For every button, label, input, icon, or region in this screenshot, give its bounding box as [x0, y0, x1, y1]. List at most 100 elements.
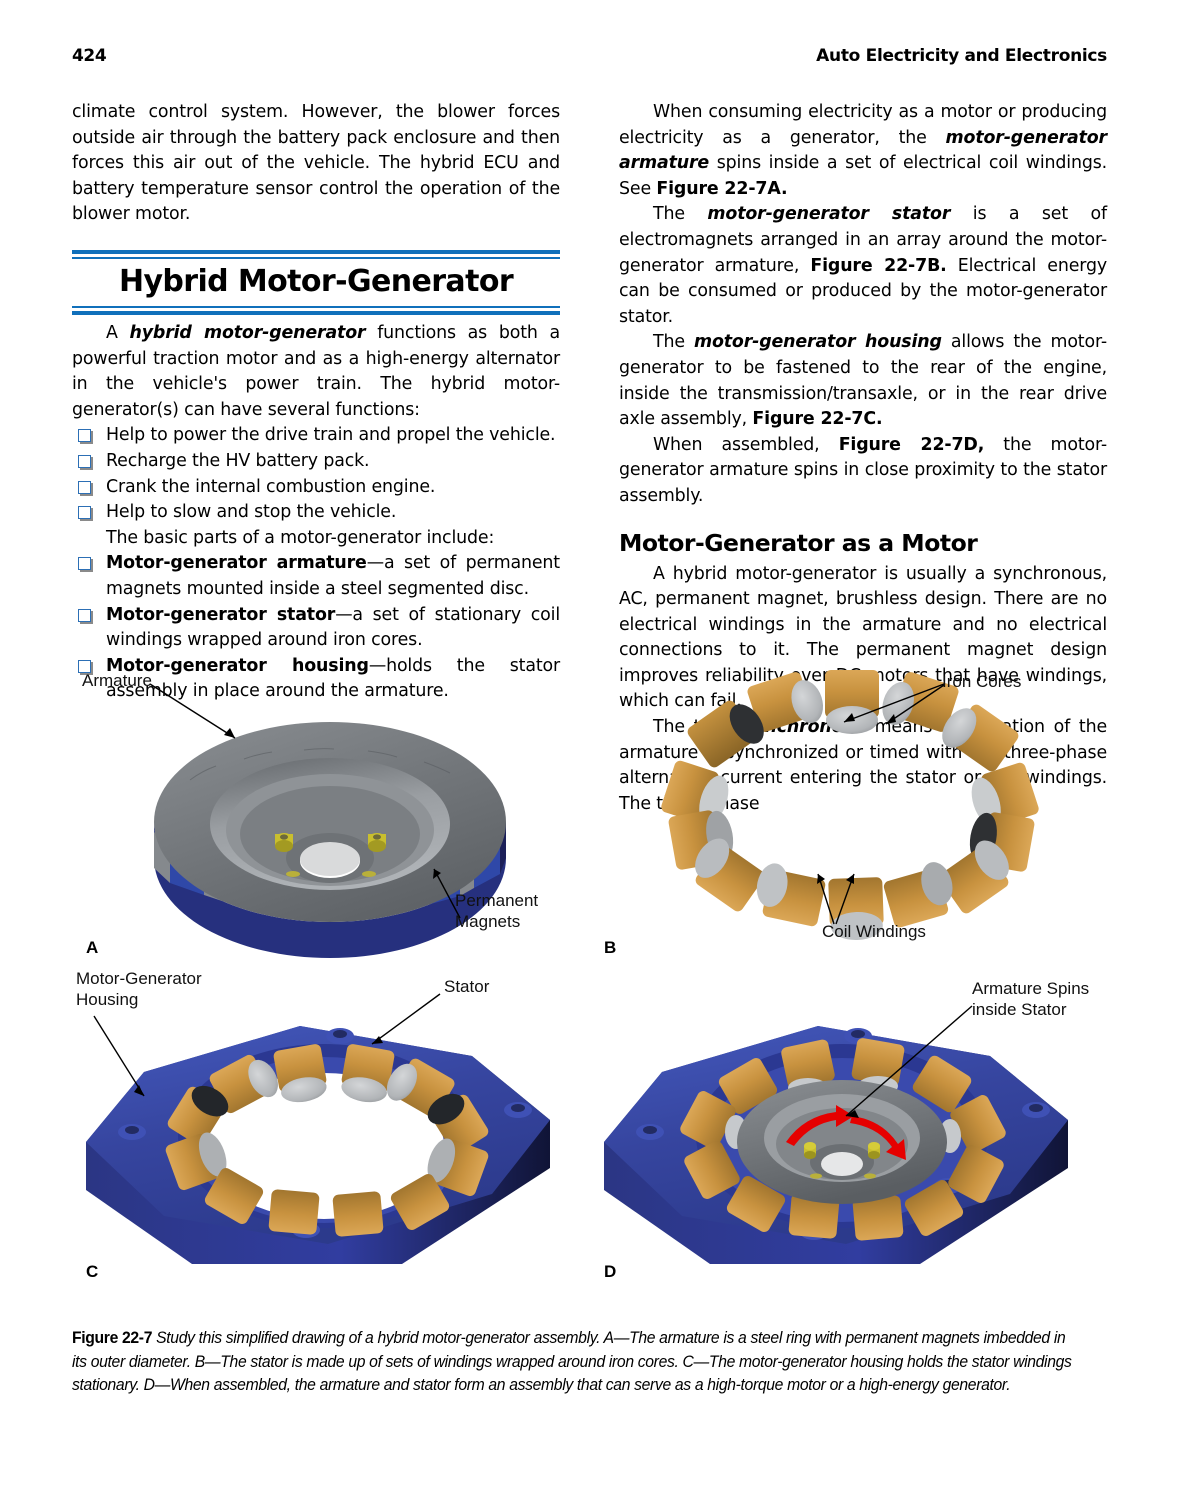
function-bullet-list: Help to power the drive train and propel…: [72, 423, 560, 705]
figure-caption-text: Study this simplified drawing of a hybri…: [72, 1329, 1072, 1394]
continued-paragraph: climate control system. However, the blo…: [72, 102, 560, 225]
paragraph-armature: When consuming electricity as a motor or…: [619, 100, 1107, 202]
paragraph-synchronous-design: A hybrid motor-generator is usually a sy…: [619, 563, 1107, 712]
page-number: 424: [72, 46, 107, 66]
term-hybrid-motor-generator: hybrid motor-generator: [129, 322, 366, 343]
intro-paragraph: A hybrid motor-generator functions as bo…: [72, 321, 560, 423]
part-definition: —a set of permanent magnets mounted insi…: [106, 553, 560, 599]
list-item: Help to power the drive train and propel…: [72, 423, 560, 449]
callout-armature-spins: Armature Spins inside Stator: [972, 979, 1090, 1019]
heading-rule-bottom: [72, 305, 560, 315]
stator-coils-assembled: [680, 1038, 1006, 1241]
figure-panel-c-housing: Motor-Generator Housing Stator: [72, 964, 589, 1294]
panel-letter-b: B: [604, 938, 617, 957]
part-term: Motor-generator armature: [106, 553, 367, 574]
paragraph-stator: The motor-generator stator is a set of e…: [619, 202, 1107, 330]
bolt-hole: [636, 1124, 664, 1140]
list-item: Motor-generator housing—holds the stator…: [72, 654, 560, 705]
checkbox-bullet-icon: [78, 557, 91, 571]
armature-disc-illustration: [149, 683, 506, 958]
section-heading-block: Hybrid Motor-Generator: [72, 249, 560, 315]
para2-a: The: [653, 204, 708, 225]
para1-a: When consuming electricity as a motor or…: [619, 102, 1107, 148]
figure-caption: Figure 22-7 Study this simplified drawin…: [72, 1327, 1074, 1398]
parts-lead-in-label: The basic parts of a motor-generator inc…: [106, 527, 495, 548]
para3-a: The: [653, 332, 694, 353]
leader-line-armature-spins: [845, 1005, 973, 1118]
list-item: Recharge the HV battery pack.: [72, 449, 560, 475]
parts-lead-in: The basic parts of a motor-generator inc…: [72, 526, 560, 552]
panel-letter-c: C: [86, 1262, 99, 1281]
para4-a: When assembled,: [653, 434, 839, 455]
housing-stator-illustration: [86, 993, 550, 1264]
para2-c: Electrical energy can be consumed or pro…: [619, 255, 1108, 327]
callout-stator: Stator: [444, 977, 490, 996]
rotation-arrow-icon: [786, 1105, 906, 1160]
list-item: Motor-generator stator—a set of stationa…: [72, 603, 560, 654]
bolt-hole: [1022, 1102, 1050, 1118]
paragraph-housing: The motor-generator housing allows the m…: [619, 330, 1107, 432]
list-item-label: Recharge the HV battery pack.: [106, 450, 370, 471]
stator-coils-in-housing: [165, 1044, 489, 1237]
leader-line-housing: [93, 1015, 145, 1097]
list-item-label: Help to slow and stop the vehicle.: [106, 502, 397, 523]
checkbox-bullet-icon: [78, 608, 91, 622]
part-definition: —holds the stator assembly in place arou…: [106, 655, 560, 702]
leader-line-armature: [149, 683, 236, 739]
figure-reference-c: Figure 22-7C.: [752, 409, 883, 430]
figure-panel-grid: Armature Permanent Magnets: [72, 662, 1107, 1294]
checkbox-bullet-icon: [78, 506, 91, 520]
subsection-heading: Motor-Generator as a Motor: [619, 528, 978, 557]
para3-b: allows the motor-generator to be fastene…: [619, 332, 1107, 430]
list-item-label: Crank the internal combustion engine.: [106, 476, 436, 497]
figure-22-7: Armature Permanent Magnets: [72, 662, 1107, 1294]
list-item-label: Help to power the drive train and propel…: [106, 425, 556, 446]
list-item: Help to slow and stop the vehicle.: [72, 500, 560, 526]
intro-post: functions as both a powerful traction mo…: [72, 322, 560, 420]
leader-line-iron-cores: [843, 683, 945, 725]
intro-pre: A: [106, 322, 130, 343]
figure-panel-d-assembled: Armature Spins inside Stator: [590, 964, 1107, 1294]
bolt-hole: [326, 1028, 354, 1044]
heading-rule-top: [72, 249, 560, 259]
leader-line-permanent-magnets: [433, 868, 461, 919]
part-term: Motor-generator housing: [106, 655, 369, 676]
bolt-hole: [118, 1124, 146, 1140]
bolt-boss: [368, 833, 386, 852]
armature-in-stator: [737, 1080, 947, 1204]
callout-iron-cores: Iron Cores: [942, 672, 1022, 691]
figure-caption-label: Figure 22-7: [72, 1329, 153, 1347]
callout-coil-windings: Coil Windings: [822, 922, 926, 941]
checkbox-bullet-icon: [78, 659, 91, 673]
left-column: climate control system. However, the blo…: [72, 100, 560, 705]
figure-panel-b-stator: Iron Cores Coil Windings: [590, 662, 1107, 958]
term-motor-generator-housing: motor-generator housing: [693, 332, 942, 353]
figure-reference-a: Figure 22-7A.: [656, 178, 788, 199]
stator-coil-ring-illustration: [661, 670, 1039, 941]
paragraph-assembled: When assembled, Figure 22-7D, the motor-…: [619, 433, 1107, 510]
running-head: 424 Auto Electricity and Electronics: [72, 46, 1107, 72]
para1-b: spins inside a set of electrical coil wi…: [619, 153, 1107, 199]
leader-line-coil-windings: [817, 873, 855, 925]
checkbox-bullet-icon: [78, 429, 91, 443]
callout-motor-generator-housing: Motor-Generator Housing: [76, 969, 202, 1009]
coil-group: [661, 670, 1039, 941]
book-title: Auto Electricity and Electronics: [816, 46, 1107, 66]
part-term: Motor-generator stator: [106, 604, 336, 625]
part-definition: —a set of stationary coil windings wrapp…: [106, 604, 560, 651]
callout-permanent-magnets: Permanent Magnets: [455, 891, 539, 931]
figure-reference-b: Figure 22-7B.: [810, 255, 947, 276]
bolt-hole: [504, 1102, 532, 1118]
panel-letter-a: A: [86, 938, 99, 957]
checkbox-bullet-icon: [78, 454, 91, 468]
term-motor-generator-armature: motor-generator armature: [619, 127, 1107, 174]
checkbox-bullet-icon: [78, 480, 91, 494]
list-item: Motor-generator armature—a set of perman…: [72, 551, 560, 602]
para4-b: the motor-generator armature spins in cl…: [619, 434, 1107, 506]
figure-reference-d: Figure 22-7D,: [838, 434, 985, 455]
callout-armature: Armature: [82, 671, 152, 690]
figure-panel-a-armature: Armature Permanent Magnets: [72, 662, 589, 958]
term-motor-generator-stator: motor-generator stator: [707, 204, 951, 225]
panel-letter-d: D: [604, 1262, 617, 1281]
